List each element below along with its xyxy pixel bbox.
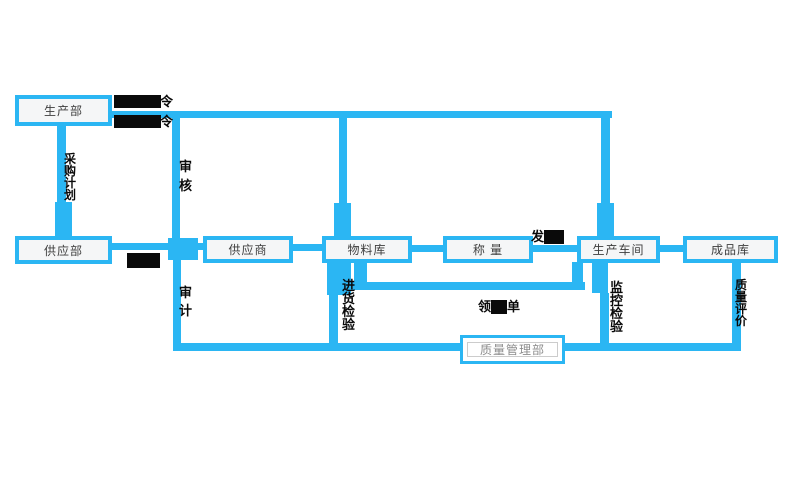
edge-label-incoming-inspection: 进货检验 [342,278,356,332]
line-monitoring-inspection [600,293,609,344]
line-quality-evaluation [732,262,741,344]
node-production-dept[interactable]: 生产部 [15,95,112,126]
node-finished-goods-warehouse-label: 成品库 [710,243,750,257]
redacted-instruction-bar-2[interactable] [114,115,161,128]
connector-block-workshop-top [597,203,614,237]
edge-label-purchase-plan: 采购计划 [64,152,77,202]
node-quality-management-dept[interactable]: 质量管理部 [460,335,565,364]
connector-block-material-bottom [327,262,351,295]
edge-label-monitoring-inspection: 监控检验 [610,280,624,334]
line-purchase-plan [57,126,66,206]
node-material-warehouse[interactable]: 物料库 [322,236,412,263]
line-quality-bottom [173,343,741,351]
edge-label-requisition-suffix: 单 [507,299,521,314]
line-weighing-to-workshop [531,245,579,252]
edge-label-audit: 审计 [179,285,193,318]
redacted-label-purchase[interactable] [127,253,160,268]
line-audit-vertical [173,260,181,345]
node-weighing-label: 称 量 [472,243,504,257]
edge-label-requisition-prefix: 领 [478,299,492,314]
edge-label-instruction-1-suffix: 令 [160,94,174,109]
line-incoming-inspection [329,295,338,344]
edge-label-instruction-2-suffix: 令 [160,114,174,129]
connector-block-material-top [334,203,351,237]
connector-block-supply-top [55,202,72,236]
line-review-vertical [172,118,180,240]
line-junction-to-supplier [196,243,206,250]
node-quality-management-dept-label: 质量管理部 [479,343,545,357]
line-top-to-material [339,117,347,205]
node-supplier-label: 供应商 [228,243,268,257]
stub-workshop-bottom-left [572,262,583,286]
line-production-to-workshop [110,111,612,118]
node-material-warehouse-label: 物料库 [347,243,387,257]
line-supplier-to-material [291,244,324,251]
redacted-instruction-bar-1[interactable] [114,95,161,108]
line-supply-to-junction [110,243,170,250]
redacted-requisition-middle [491,299,508,314]
node-production-dept-label: 生产部 [43,104,83,118]
node-weighing[interactable]: 称 量 [443,236,533,263]
line-requisition [347,282,585,290]
node-supplier[interactable]: 供应商 [203,236,293,263]
junction-block-supply [168,238,198,260]
line-material-to-weighing [410,245,445,252]
line-workshop-to-finished [656,245,685,252]
node-production-workshop-label: 生产车间 [592,243,645,257]
edge-label-dispatch: 发 [531,229,565,244]
node-supply-dept-label: 供应部 [43,243,83,258]
stub-material-bottom-right [354,262,367,284]
edge-label-dispatch-prefix: 发 [531,229,545,244]
line-top-to-workshop [601,117,610,205]
node-supply-dept[interactable]: 供应部 [15,236,112,264]
node-finished-goods-warehouse[interactable]: 成品库 [683,236,778,263]
redacted-dispatch-suffix [544,229,565,244]
node-production-workshop[interactable]: 生产车间 [577,236,660,263]
connector-block-workshop-bottom [592,262,608,293]
edge-label-requisition: 领单 [478,299,520,314]
edge-label-review: 审核 [179,159,193,193]
edge-label-quality-evaluation: 质量评价 [735,278,748,328]
